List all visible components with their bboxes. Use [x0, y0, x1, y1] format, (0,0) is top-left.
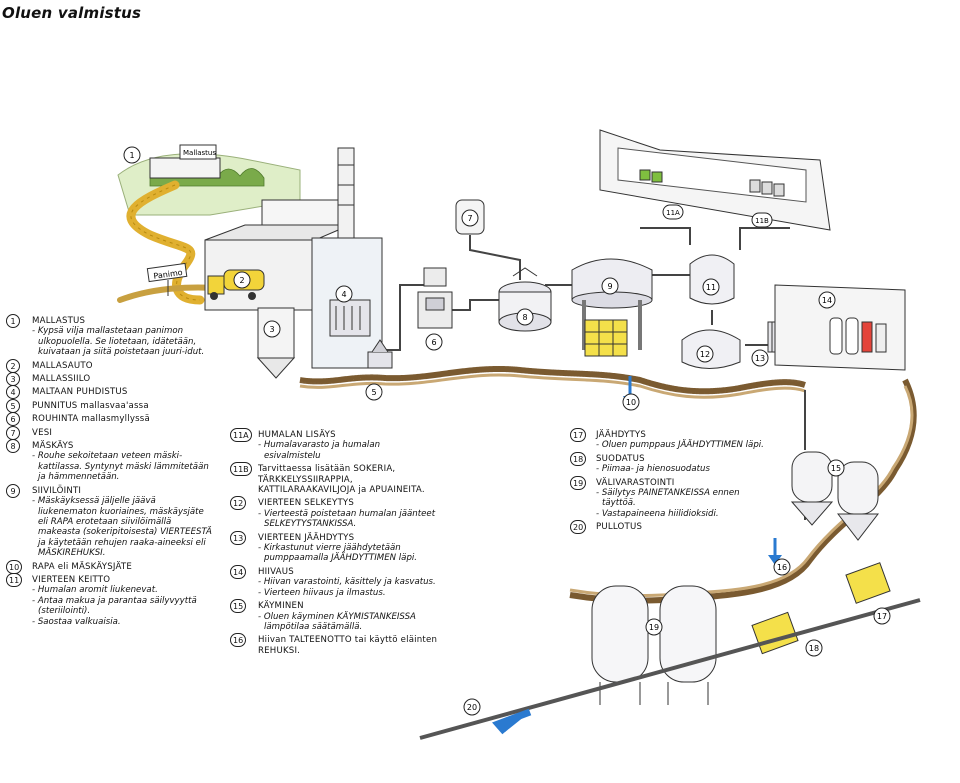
malt-mill — [417, 267, 453, 329]
svg-text:Panimo: Panimo — [153, 268, 183, 281]
callout-5: 5 — [365, 383, 383, 401]
svg-text:1: 1 — [129, 151, 134, 160]
bottling-line — [419, 598, 921, 740]
svg-text:8: 8 — [522, 313, 527, 322]
svg-text:14: 14 — [822, 296, 832, 305]
bright-beer-tanks — [591, 585, 717, 705]
svg-text:18: 18 — [809, 644, 819, 653]
callout-3: 3 — [263, 320, 281, 338]
malt-scale — [367, 339, 393, 369]
callout-12: 12 — [696, 345, 714, 363]
svg-text:16: 16 — [777, 563, 787, 572]
hop-storage-room — [599, 129, 831, 231]
callout-13: 13 — [751, 349, 769, 367]
callout-15: 15 — [827, 459, 845, 477]
callout-7: 7 — [461, 209, 479, 227]
output-arrow — [492, 708, 532, 735]
svg-text:9: 9 — [607, 282, 612, 291]
diagram-callouts: 1 2 3 4 5 6 7 8 9 10 11 11A 11B 12 13 14… — [123, 146, 891, 716]
svg-text:6: 6 — [431, 338, 436, 347]
callout-19: 19 — [645, 618, 663, 636]
callout-11b: 11B — [751, 212, 773, 228]
callout-6: 6 — [425, 333, 443, 351]
callout-10: 10 — [622, 393, 640, 411]
panimo-sign: Panimo — [146, 262, 188, 296]
svg-text:17: 17 — [877, 612, 887, 621]
yeast-room — [774, 284, 906, 371]
callout-2: 2 — [233, 271, 251, 289]
svg-text:15: 15 — [831, 464, 841, 473]
callout-4: 4 — [335, 285, 353, 303]
svg-text:3: 3 — [269, 325, 274, 334]
svg-text:20: 20 — [467, 703, 477, 712]
filter-unit — [751, 611, 799, 655]
svg-text:11B: 11B — [755, 217, 769, 225]
callout-20: 20 — [463, 698, 481, 716]
callout-1: 1 — [123, 146, 141, 164]
svg-text:13: 13 — [755, 354, 765, 363]
callout-11: 11 — [702, 278, 720, 296]
callout-8: 8 — [516, 308, 534, 326]
process-flow-path — [299, 365, 806, 395]
callout-16: 16 — [773, 558, 791, 576]
malt-cleaning-machine — [329, 299, 371, 337]
svg-text:19: 19 — [649, 623, 659, 632]
mallastus-sign: Mallastus — [183, 149, 216, 157]
fermentation-tanks — [790, 451, 880, 541]
svg-text:10: 10 — [626, 398, 636, 407]
spent-grain-wagon — [584, 319, 628, 357]
callout-11a: 11A — [662, 204, 684, 220]
svg-text:12: 12 — [700, 350, 710, 359]
callout-18: 18 — [805, 639, 823, 657]
malting-landscape: Mallastus — [117, 144, 301, 305]
callout-17: 17 — [873, 607, 891, 625]
beer-cooler-unit — [845, 562, 891, 604]
svg-text:5: 5 — [371, 388, 376, 397]
svg-text:11: 11 — [706, 283, 716, 292]
svg-text:11A: 11A — [666, 209, 680, 217]
svg-text:7: 7 — [467, 214, 472, 223]
svg-text:2: 2 — [239, 276, 244, 285]
svg-text:4: 4 — [341, 290, 346, 299]
page-title: Oluen valmistus — [2, 4, 142, 22]
callout-14: 14 — [818, 291, 836, 309]
callout-9: 9 — [601, 277, 619, 295]
process-pipes — [382, 227, 806, 520]
